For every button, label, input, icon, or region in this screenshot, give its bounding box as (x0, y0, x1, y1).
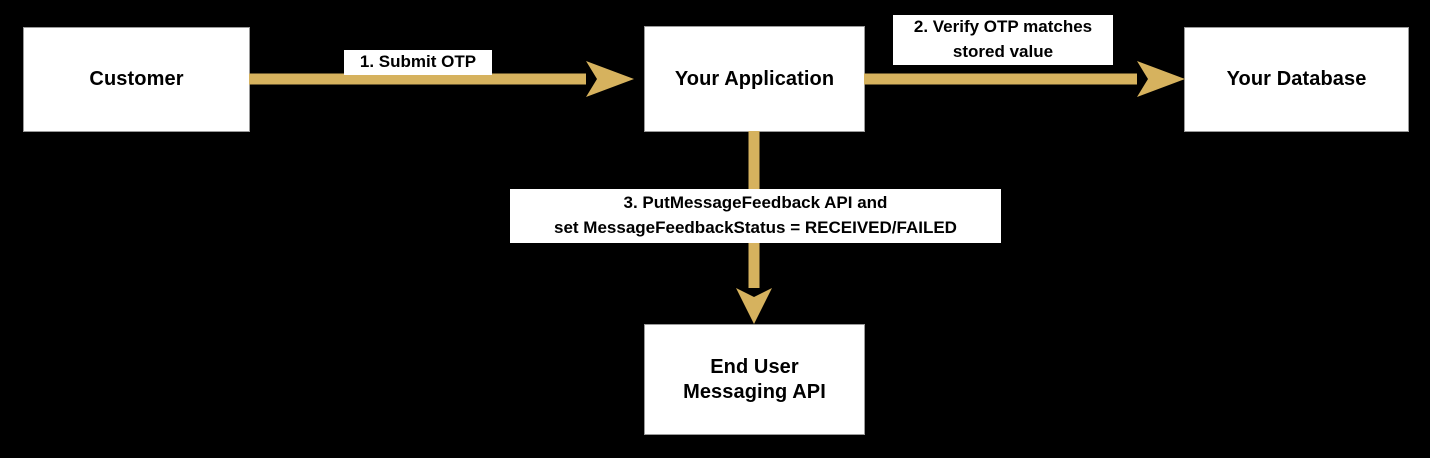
edge-label-verify-otp: 2. Verify OTP matches stored value (893, 15, 1113, 65)
node-customer-label: Customer (89, 68, 184, 90)
arrow-application-to-database (864, 61, 1185, 97)
node-end-user-messaging-api-label: End User Messaging API (683, 355, 826, 403)
node-your-database[interactable]: Your Database (1184, 27, 1409, 132)
edge-label-put-message-feedback: 3. PutMessageFeedback API and set Messag… (510, 189, 1001, 243)
node-customer[interactable]: Customer (23, 27, 250, 132)
edge-label-submit-otp: 1. Submit OTP (344, 50, 492, 75)
node-your-database-label: Your Database (1226, 68, 1367, 90)
node-your-application[interactable]: Your Application (644, 26, 865, 132)
node-your-application-label: Your Application (674, 67, 835, 90)
node-end-user-messaging-api[interactable]: End User Messaging API (644, 324, 865, 435)
